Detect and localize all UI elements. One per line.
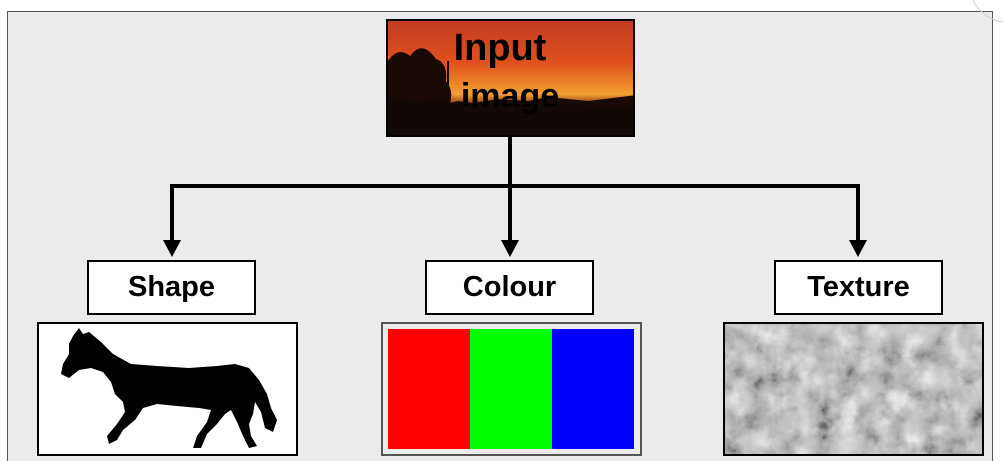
sunset-photo <box>388 21 633 135</box>
red-swatch <box>388 329 470 449</box>
arrow-texture <box>849 184 867 257</box>
shape-label: Shape <box>127 271 216 303</box>
rgb-swatches <box>388 329 634 449</box>
texture-image <box>723 322 984 456</box>
blue-swatch <box>552 329 634 449</box>
arrow-shape <box>163 184 181 257</box>
colour-image <box>381 322 642 456</box>
decorative-arc <box>972 0 1003 23</box>
arrow-colour <box>501 186 519 257</box>
colour-label: Colour <box>462 271 557 303</box>
green-swatch <box>470 329 552 449</box>
shape-label-box: Shape <box>87 260 256 315</box>
shape-image <box>37 322 298 456</box>
input-image-box: Input image <box>386 19 635 137</box>
horse-silhouette <box>61 328 277 448</box>
noise-texture <box>725 324 982 454</box>
texture-label-box: Texture <box>774 260 943 315</box>
input-title: Input <box>453 27 547 69</box>
input-subtitle: image <box>460 77 560 115</box>
texture-label: Texture <box>807 271 910 303</box>
colour-label-box: Colour <box>425 260 594 315</box>
